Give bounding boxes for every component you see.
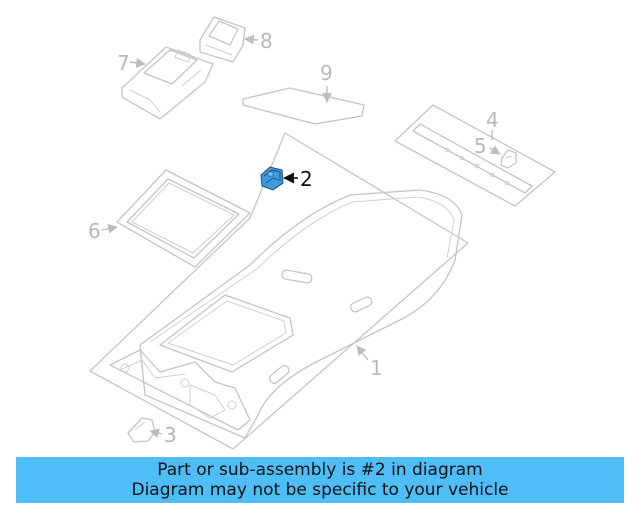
part-7-console — [121, 46, 214, 120]
callout-8: 8 — [260, 29, 273, 53]
part-9-pad — [242, 87, 365, 125]
banner-line-1: Part or sub-assembly is #2 in diagram — [157, 460, 483, 480]
banner-line-2: Diagram may not be specific to your vehi… — [131, 480, 509, 500]
callout-7: 7 — [117, 51, 130, 75]
part-8-lamp — [199, 16, 246, 63]
callout-1: 1 — [370, 356, 383, 380]
callout-4: 4 — [486, 108, 499, 132]
part-2-clip[interactable] — [260, 166, 284, 191]
callout-2: 2 — [300, 167, 313, 191]
callout-5: 5 — [474, 134, 487, 158]
callout-3: 3 — [164, 423, 177, 447]
callout-6: 6 — [88, 219, 101, 243]
parts-diagram: 1 2 3 4 5 6 — [88, 16, 556, 450]
part-3-clip — [127, 417, 156, 443]
callout-9: 9 — [320, 61, 333, 85]
part-4-strip — [394, 104, 556, 207]
headliner-panel — [89, 132, 469, 450]
info-banner: Part or sub-assembly is #2 in diagram Di… — [16, 457, 624, 503]
part-5-fastener — [500, 149, 517, 169]
part-6-frame — [116, 169, 251, 268]
